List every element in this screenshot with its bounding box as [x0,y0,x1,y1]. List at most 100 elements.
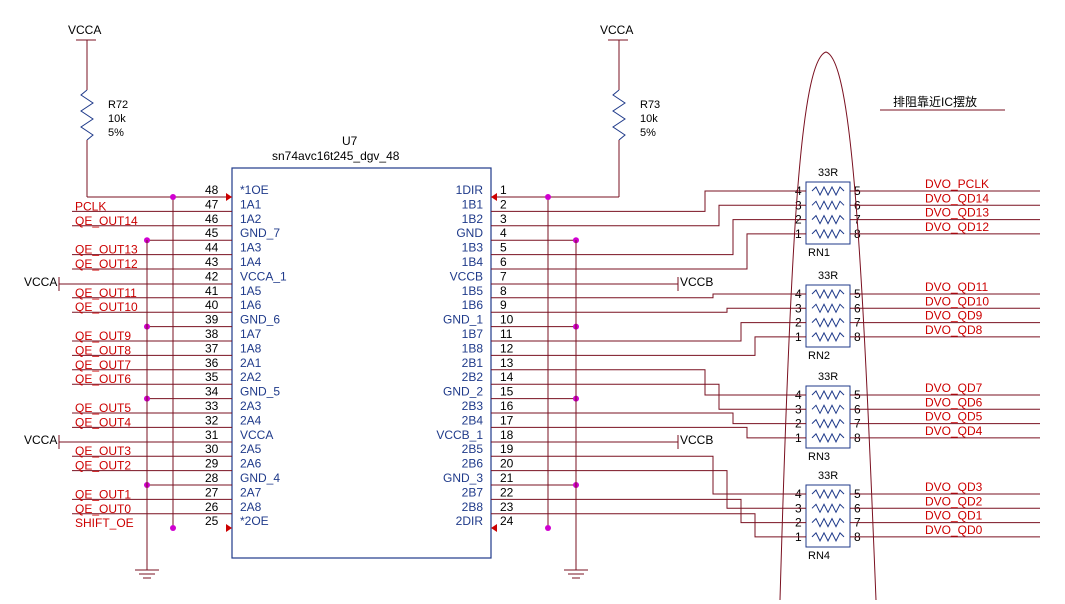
dir2-arrow [491,524,497,532]
pin-name: VCCB_1 [436,428,483,442]
b-pin-route [491,498,806,524]
pin-name: 1B8 [462,341,484,355]
pin-name: GND_1 [443,313,483,327]
pin-number: 4 [500,226,507,240]
pin-number: 8 [500,284,507,298]
b-pin-route [491,513,806,538]
output-net-label: DVO_QD5 [925,410,983,424]
pin-name: 1B2 [462,212,484,226]
network-body [805,181,851,245]
pin-number: 31 [205,428,219,442]
b-pin-route [491,307,806,313]
network-element [811,303,845,314]
pin-name: 2A6 [240,457,262,471]
output-net-label: DVO_QD8 [925,323,983,337]
pin-number: 44 [205,241,219,255]
vccb-label-1: VCCB [680,275,713,289]
pin-name: 2A5 [240,442,262,456]
pin-name: 2A7 [240,485,262,499]
pin-number: 11 [500,327,513,341]
output-net-label: DVO_QD6 [925,395,983,409]
right-pin-row: 2 1B1 [462,197,507,211]
output-net-label: DVO_PCLK [925,177,989,191]
pin-number: 42 [205,269,219,283]
pin-name: GND_7 [240,226,280,240]
pin-number: 35 [205,370,219,384]
pin-number: 33 [205,399,219,413]
network-ref: RN1 [808,247,830,259]
net-label: QE_OUT2 [75,459,131,473]
pin-name: 1B1 [462,197,484,211]
net-label: QE_OUT9 [75,329,131,343]
u7-body [231,167,492,559]
net-label: QE_OUT6 [75,372,131,386]
pin-name: 1A6 [240,298,262,312]
u7-ref: U7 [342,134,358,148]
net-label: QE_OUT5 [75,401,131,415]
net-label: QE_OUT7 [75,358,131,372]
pin-name: 1B3 [462,241,484,255]
pin-name: 2B7 [462,485,484,499]
r73-zigzag [612,89,626,141]
pin-number: 47 [205,197,219,211]
network-ref: RN2 [808,350,830,362]
network-element [811,331,845,343]
pin-number: 23 [500,500,514,514]
network-body [805,385,851,449]
pin-number: 39 [205,313,219,327]
r73-tolerance: 5% [640,127,656,139]
pin-name: 2B1 [462,356,484,370]
pin-name: GND_5 [240,385,280,399]
pin-number: 27 [205,485,219,499]
vccb-label-2: VCCB [680,433,713,447]
net-label: QE_OUT3 [75,444,131,458]
network-value: 33R [818,167,838,179]
pin-number: 30 [205,442,219,456]
output-net-label: DVO_QD4 [925,424,983,438]
left-pin-row: 30 2A5 QE_OUT3 [72,442,262,458]
pin-name: *2OE [240,514,269,528]
u7-part: sn74avc16t245_dgv_48 [272,149,400,163]
pin-name: 1B4 [462,255,484,269]
pin-number: 38 [205,327,219,341]
network-ref: RN3 [808,451,830,463]
network-element [811,488,845,500]
pin-name: *1OE [240,183,269,197]
pin-number: 37 [205,341,219,355]
pin-name: 2B4 [462,413,484,427]
pin-number: 32 [205,413,219,427]
pin-number: 21 [500,471,514,485]
network-element [811,418,845,429]
pin-number: 10 [500,313,514,327]
r72-ref: R72 [108,99,128,111]
pin-number: 2 [500,197,507,211]
net-label: QE_OUT11 [75,286,137,300]
pin-number: 18 [500,428,514,442]
pin-number: 46 [205,212,219,226]
net-label: SHIFT_OE [75,516,134,530]
network-element [811,214,845,225]
pin-name: 1A8 [240,341,262,355]
pin-name: 1DIR [456,183,484,197]
pin-number: 20 [500,457,514,471]
output-net-label: DVO_QD0 [925,523,983,537]
r73-ref: R73 [640,99,660,111]
